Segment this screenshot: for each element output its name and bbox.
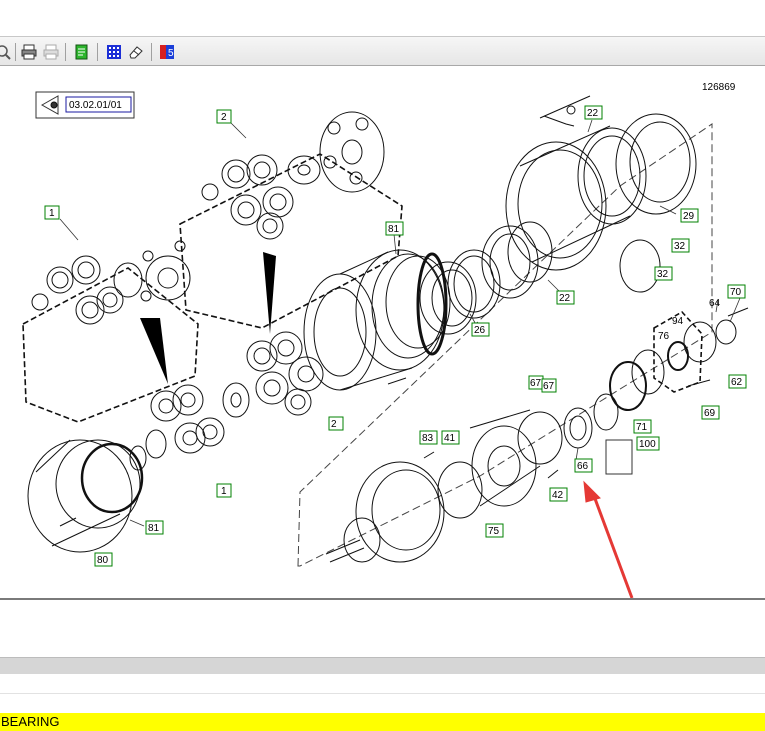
part-label[interactable]: 67 xyxy=(541,378,557,393)
svg-text:42: 42 xyxy=(552,490,564,501)
toolbar: 5 xyxy=(0,36,765,66)
svg-text:2: 2 xyxy=(331,419,337,430)
planet-gears-set-2 xyxy=(201,111,385,240)
svg-text:81: 81 xyxy=(148,523,160,534)
print-icon[interactable] xyxy=(20,43,38,61)
part-label[interactable]: 26 xyxy=(471,322,490,337)
bookmark-icon[interactable]: 5 xyxy=(158,43,176,61)
eraser-icon[interactable] xyxy=(127,43,145,61)
part-label[interactable]: 32 xyxy=(671,238,690,253)
zoom-icon[interactable] xyxy=(0,43,12,61)
drawing-number: 126869 xyxy=(702,82,736,93)
svg-text:70: 70 xyxy=(730,287,742,298)
planetary-set-1-outline xyxy=(22,267,199,423)
separator-line xyxy=(0,693,765,694)
part-label[interactable]: 70 xyxy=(727,284,746,299)
svg-text:29: 29 xyxy=(683,211,695,222)
svg-text:1: 1 xyxy=(49,208,55,219)
part-labels: 1 2 81 22 29 32 32 22 26 64 70 94 76 62 … xyxy=(44,105,747,567)
svg-text:22: 22 xyxy=(559,293,571,304)
svg-text:83: 83 xyxy=(422,433,434,444)
svg-text:41: 41 xyxy=(444,433,456,444)
part-label[interactable]: 2 xyxy=(216,109,232,124)
planetary-set-2-outline xyxy=(179,153,403,329)
part-label[interactable]: 66 xyxy=(574,458,593,473)
part-label[interactable]: 67 xyxy=(528,375,544,390)
part-label[interactable]: 2 xyxy=(328,416,344,431)
svg-text:100: 100 xyxy=(639,439,656,450)
svg-text:32: 32 xyxy=(674,241,686,252)
main-housing xyxy=(505,113,697,293)
output-shaft-assembly xyxy=(325,319,737,563)
highlight-arrow xyxy=(583,480,634,598)
part-label[interactable]: 100 xyxy=(636,436,660,451)
part-label[interactable]: 80 xyxy=(94,552,113,567)
page-icon[interactable] xyxy=(73,43,91,61)
toolbar-separator xyxy=(15,43,16,61)
bolts xyxy=(423,307,749,479)
svg-text:81: 81 xyxy=(388,224,400,235)
grid-icon[interactable] xyxy=(105,43,123,61)
part-label[interactable]: 94 xyxy=(672,316,684,327)
svg-text:67: 67 xyxy=(530,378,542,389)
part-label[interactable]: 62 xyxy=(728,374,747,389)
reference-code: 03.02.01/01 xyxy=(69,100,122,111)
svg-text:75: 75 xyxy=(488,526,500,537)
title-area xyxy=(0,0,765,36)
svg-text:71: 71 xyxy=(636,422,648,433)
part-label[interactable]: 69 xyxy=(701,405,720,420)
part-label[interactable]: 83 xyxy=(419,430,438,445)
part-label[interactable]: 22 xyxy=(556,290,575,305)
part-label[interactable]: 81 xyxy=(385,221,404,236)
part-label[interactable]: 71 xyxy=(633,419,652,434)
part-label[interactable]: 1 xyxy=(44,205,60,220)
svg-text:69: 69 xyxy=(704,408,716,419)
svg-text:2: 2 xyxy=(221,112,227,123)
parts-diagram-viewer[interactable]: 126869 03.02.01/01 xyxy=(0,66,765,600)
part-label[interactable]: 29 xyxy=(680,208,699,223)
toolbar-separator xyxy=(65,43,66,61)
svg-text:5: 5 xyxy=(168,48,174,59)
part-label[interactable]: 22 xyxy=(584,105,603,120)
part-label[interactable]: 64 xyxy=(709,298,721,309)
bearing-rings xyxy=(447,221,553,319)
svg-text:26: 26 xyxy=(474,325,486,336)
svg-text:1: 1 xyxy=(221,486,227,497)
planet-gears-set-1 xyxy=(31,240,191,325)
middle-planet-gears xyxy=(129,331,324,471)
divider-bar xyxy=(0,657,765,674)
svg-text:67: 67 xyxy=(543,381,555,392)
detail-callout xyxy=(539,95,591,127)
exploded-view-drawing: 126869 03.02.01/01 xyxy=(22,82,749,598)
toolbar-separator xyxy=(97,43,98,61)
print-disabled-icon[interactable] xyxy=(42,43,60,61)
part-label[interactable]: 76 xyxy=(658,331,670,342)
end-cover xyxy=(27,439,144,553)
housing-outline xyxy=(297,123,713,567)
toolbar-separator xyxy=(151,43,152,61)
part-label[interactable]: 75 xyxy=(485,523,504,538)
part-label[interactable]: 32 xyxy=(654,266,673,281)
reference-box: 03.02.01/01 xyxy=(35,91,135,119)
part-label[interactable]: 42 xyxy=(549,487,568,502)
svg-text:22: 22 xyxy=(587,108,599,119)
svg-text:80: 80 xyxy=(97,555,109,566)
part-label[interactable]: 41 xyxy=(441,430,460,445)
part-label[interactable]: 1 xyxy=(216,483,232,498)
svg-text:66: 66 xyxy=(577,461,589,472)
ring-gear-carrier xyxy=(303,249,477,391)
selected-part-status: BEARING xyxy=(0,713,765,731)
part-label[interactable]: 81 xyxy=(145,520,164,535)
svg-text:62: 62 xyxy=(731,377,743,388)
svg-text:32: 32 xyxy=(657,269,669,280)
